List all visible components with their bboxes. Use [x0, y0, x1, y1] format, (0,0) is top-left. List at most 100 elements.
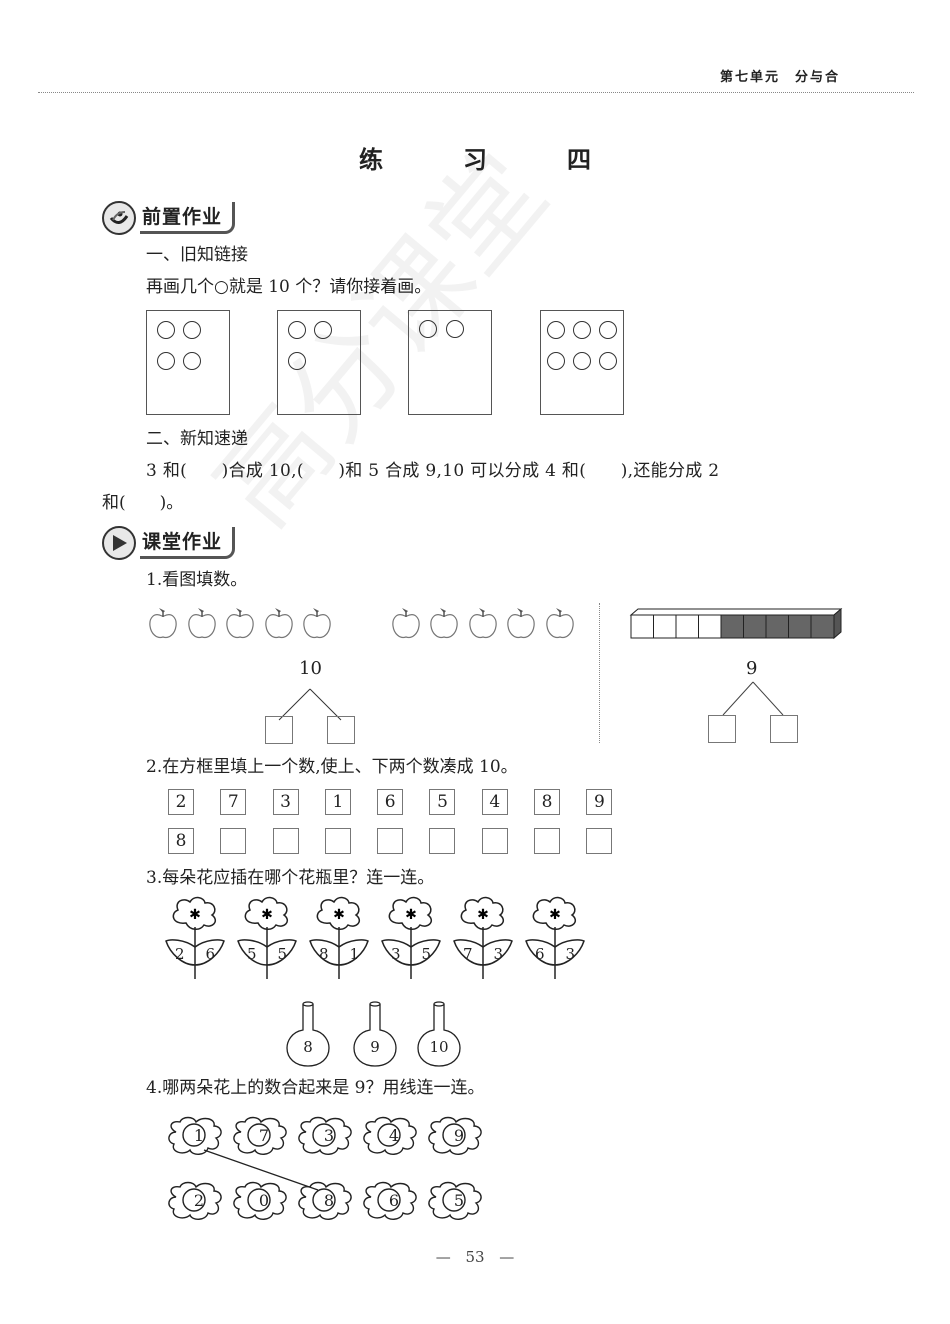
answer-box[interactable]: [377, 828, 404, 854]
leaf-number: 1: [349, 945, 359, 963]
q2-top-row: 2 7 3 1 6 5 4 8 9: [168, 789, 613, 815]
flower-number[interactable]: 2: [193, 1191, 205, 1210]
running-header: 第七单元 分与合: [720, 70, 841, 85]
circle-icon: [419, 320, 437, 338]
section-badge-class: 课堂作业: [102, 526, 236, 560]
number-box: 6: [377, 789, 404, 815]
number-box: 9: [586, 789, 613, 815]
section-label-class: 课堂作业: [140, 527, 236, 559]
q4-title: 4.哪两朵花上的数合起来是 9？用线连一连。: [146, 1078, 485, 1098]
page-title: 练 习 四: [359, 146, 619, 174]
leaf-number: 6: [535, 945, 545, 963]
number-box: 4: [481, 789, 508, 815]
circle-icon: [547, 352, 565, 370]
number-box: 3: [272, 789, 299, 815]
circle-icon: [573, 321, 591, 339]
leaf-number: 7: [463, 945, 473, 963]
flower-number[interactable]: 9: [453, 1126, 465, 1145]
leaf-number: 5: [421, 945, 431, 963]
q3-title: 3.每朵花应插在哪个花瓶里？连一连。: [146, 868, 435, 888]
answer-box[interactable]: [324, 828, 351, 854]
part2-line1[interactable]: 3 和( )合成 10,( )和 5 合成 9,10 可以分成 4 和( ),还…: [146, 461, 720, 481]
apple-diagram: [149, 607, 574, 721]
circle-icon: [547, 321, 565, 339]
flowers-with-leaves: ✱: [165, 896, 585, 980]
leaf-number: 3: [391, 945, 401, 963]
leaf-number: 3: [493, 945, 503, 963]
part2-title: 二、新知速递: [146, 429, 248, 449]
circle-icon: [573, 352, 591, 370]
circle-icon: [183, 321, 201, 339]
circle-drawing-box[interactable]: [540, 310, 624, 415]
circle-icon: [157, 352, 175, 370]
play-bubble-icon: [102, 526, 136, 560]
flower-number[interactable]: 5: [453, 1191, 465, 1210]
leaf-number: 8: [319, 945, 329, 963]
q2-bottom-row: 8: [168, 828, 613, 854]
flower-number[interactable]: 7: [258, 1126, 270, 1145]
cube-total: 9: [746, 658, 758, 679]
answer-box[interactable]: [429, 828, 456, 854]
answer-box[interactable]: [327, 716, 355, 744]
circle-icon: [599, 352, 617, 370]
vases: [286, 1001, 461, 1067]
number-box: 8: [534, 789, 561, 815]
number-box: 1: [324, 789, 351, 815]
circle-icon: [183, 352, 201, 370]
circle-icon: [288, 352, 306, 370]
part1-prompt: 再画几个○就是 10 个？请你接着画。: [146, 277, 432, 297]
part1-title: 一、旧知链接: [146, 245, 248, 265]
vase-9[interactable]: 9: [370, 1038, 380, 1056]
answer-box[interactable]: [220, 828, 247, 854]
apple-total: 10: [299, 658, 322, 679]
vase-10[interactable]: 10: [429, 1038, 449, 1056]
cube-bar: [629, 608, 843, 640]
leaf-number: 2: [175, 945, 185, 963]
answer-box[interactable]: [586, 828, 613, 854]
answer-box[interactable]: 8: [168, 828, 194, 854]
answer-box[interactable]: [265, 716, 293, 744]
divider: [599, 603, 600, 743]
leaf-number: 3: [565, 945, 575, 963]
smile-bubble-icon: [102, 201, 136, 235]
answer-box[interactable]: [481, 828, 508, 854]
answer-box[interactable]: [272, 828, 299, 854]
flower-number[interactable]: 0: [258, 1191, 270, 1210]
circle-icon: [314, 321, 332, 339]
circle-drawing-box[interactable]: [146, 310, 230, 415]
circle-icon: [157, 321, 175, 339]
answer-box[interactable]: [708, 715, 736, 743]
flower-number[interactable]: 8: [323, 1191, 335, 1210]
circle-drawing-box[interactable]: [277, 310, 361, 415]
circle-icon: [288, 321, 306, 339]
circle-icon: [446, 320, 464, 338]
flower-number[interactable]: 6: [388, 1191, 400, 1210]
watermark: 高分课堂: [189, 129, 571, 549]
q1-title: 1.看图填数。: [146, 570, 248, 590]
section-badge-pre: 前置作业: [102, 201, 236, 235]
part2-line2[interactable]: 和( )。: [102, 493, 184, 513]
circle-icon: [599, 321, 617, 339]
vase-8[interactable]: 8: [303, 1038, 313, 1056]
section-label-pre: 前置作业: [140, 202, 236, 234]
circle-drawing-box[interactable]: [408, 310, 492, 415]
q2-title: 2.在方框里填上一个数,使上、下两个数凑成 10。: [146, 757, 518, 777]
tree-lines: [722, 681, 784, 716]
number-box: 7: [220, 789, 247, 815]
leaf-number: 5: [277, 945, 287, 963]
flower-number[interactable]: 1: [193, 1126, 205, 1145]
connect-line: [203, 1149, 319, 1191]
flower-number[interactable]: 3: [323, 1126, 335, 1145]
flower-number[interactable]: 4: [388, 1126, 400, 1145]
page-number: — 53 —: [435, 1248, 515, 1266]
header-divider: [38, 92, 914, 93]
answer-box[interactable]: [534, 828, 561, 854]
leaf-number: 6: [205, 945, 215, 963]
answer-box[interactable]: [770, 715, 798, 743]
